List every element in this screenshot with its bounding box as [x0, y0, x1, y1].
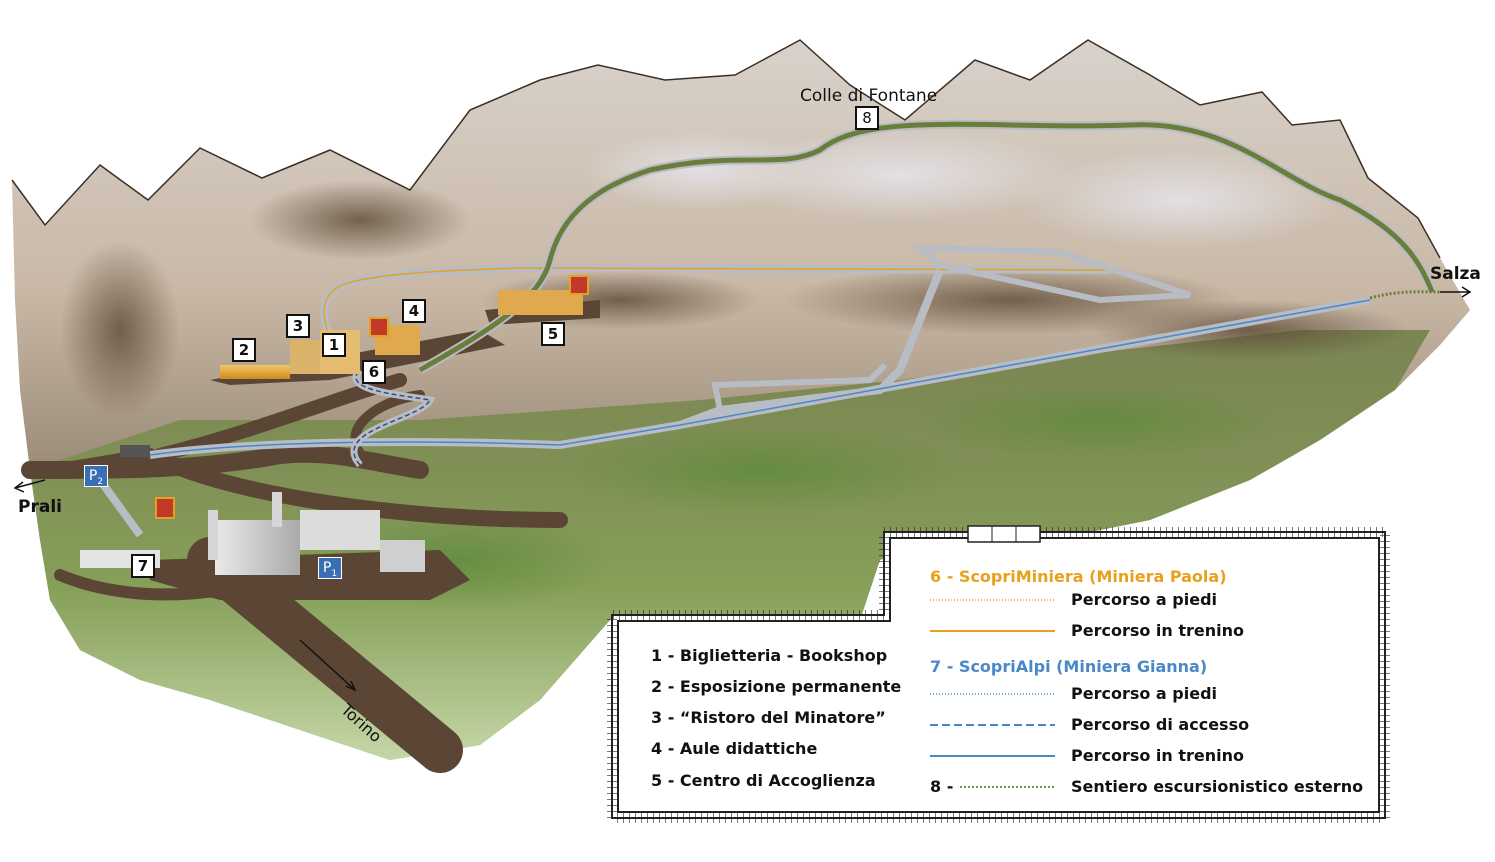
parking-p1[interactable]: P1 — [318, 557, 342, 579]
legend-item-3: 3 - “Ristoro del Minatore” — [651, 708, 886, 727]
legend-line-samples — [930, 599, 1055, 788]
legend-item-4: 4 - Aule didattiche — [651, 739, 818, 758]
scoprimiera-flag-icon-2 — [569, 275, 589, 295]
parking-p2-letter: P — [88, 468, 98, 484]
legend-g7-access: Percorso di accesso — [1071, 715, 1250, 734]
legend-item-8-prefix: 8 - — [930, 777, 954, 796]
arrow-salza — [1440, 286, 1472, 298]
legend-g7-walk: Percorso a piedi — [1071, 684, 1218, 703]
buildings-lower — [80, 445, 425, 575]
marker-3[interactable]: 3 — [286, 314, 310, 338]
legend-frame — [607, 525, 1390, 823]
place-prali: Prali — [18, 497, 62, 517]
marker-8[interactable]: 8 — [855, 106, 879, 130]
parking-p1-letter: P — [322, 560, 332, 576]
place-colle-di-fontane: Colle di Fontane — [800, 86, 938, 106]
marker-5[interactable]: 5 — [541, 322, 565, 346]
legend-item-1: 1 - Biglietteria - Bookshop — [651, 646, 888, 665]
marker-7[interactable]: 7 — [131, 554, 155, 578]
scoprimiera-flag-icon — [369, 317, 389, 337]
terrain-texture — [60, 130, 1410, 610]
marker-2[interactable]: 2 — [232, 338, 256, 362]
marker-1[interactable]: 1 — [322, 333, 346, 357]
legend-group-6-title: 6 - ScopriMiniera (Miniera Paola) — [930, 567, 1227, 586]
legend-group-7-title: 7 - ScopriAlpi (Miniera Gianna) — [930, 657, 1208, 676]
marker-6[interactable]: 6 — [362, 360, 386, 384]
parking-p1-sub: 1 — [331, 568, 338, 579]
legend-item-5: 5 - Centro di Accoglienza — [651, 771, 876, 790]
arrow-torino — [299, 639, 357, 692]
legend-g6-train: Percorso in trenino — [1071, 621, 1245, 640]
legend-item-2: 2 - Esposizione permanente — [651, 677, 902, 696]
arrow-prali — [13, 479, 46, 493]
scoprialpi-flag-icon — [155, 497, 175, 519]
place-salza: Salza — [1430, 264, 1481, 284]
legend-g6-walk: Percorso a piedi — [1071, 590, 1218, 609]
legend-item-8-label: Sentiero escursionistico esterno — [1071, 777, 1364, 796]
marker-4[interactable]: 4 — [402, 299, 426, 323]
parking-p2[interactable]: P2 — [84, 465, 108, 487]
rail-paola-loop — [911, 244, 1191, 304]
parking-p2-sub: 2 — [97, 476, 104, 487]
ridge-line — [11, 39, 1441, 259]
legend-g7-train: Percorso in trenino — [1071, 746, 1245, 765]
